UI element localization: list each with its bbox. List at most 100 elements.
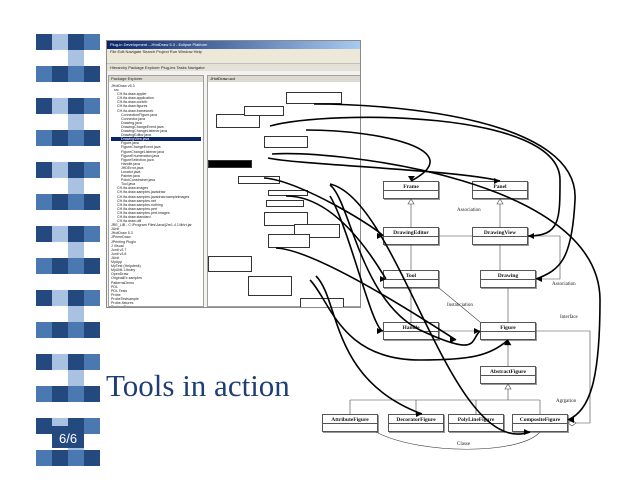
stripe-square [84, 338, 100, 354]
class-drawing-view: DrawingView [472, 227, 528, 245]
tree-item[interactable]: FigureChangeListener.java [121, 149, 164, 154]
ide-toolbar[interactable] [107, 55, 360, 64]
label-interface: Interface [560, 315, 578, 320]
tree-item[interactable]: Probe [111, 292, 121, 297]
tree-item[interactable]: DrawingChangeListener.java [121, 129, 167, 134]
tree-item[interactable]: CH.ifa.draw.util [117, 219, 142, 224]
class-attribute-figure: AttributeFigure [322, 414, 378, 432]
stripe-square [68, 50, 84, 66]
tree-item[interactable]: CH.ifa.draw.contrib [117, 100, 148, 105]
tree-item[interactable]: DrawingEditor.java [121, 133, 151, 138]
class-drawing: Drawing [480, 270, 536, 288]
tree-item[interactable]: Tool.java [121, 182, 136, 187]
tree-item[interactable]: JPrimeDraw [111, 235, 131, 240]
tree-item[interactable]: JHDError.java [121, 165, 144, 170]
tree-item[interactable]: CH.ifa.draw.application [117, 96, 154, 101]
stripe-square [52, 66, 68, 82]
ide-title-bar: Plug-in Development - JHotDraw 5.3 - Ecl… [107, 41, 360, 49]
tree-item[interactable]: PDL [111, 284, 118, 289]
stripe-square [52, 50, 68, 66]
stripe-square [36, 274, 52, 290]
tree-item[interactable]: ConnectionFigure.java [121, 112, 157, 117]
label-classe: Classe [457, 442, 471, 447]
stripe-square [36, 178, 52, 194]
stripe-square [84, 114, 100, 130]
tree-item[interactable]: JPrinting Plugin [111, 239, 136, 244]
stripe-square [36, 322, 52, 338]
tree-item[interactable]: CH.ifa.draw.samples.net [117, 198, 156, 203]
tree-item[interactable]: ProbeTestsample [111, 296, 139, 301]
tree-item[interactable]: Figure.java [121, 141, 139, 146]
tree-item[interactable]: Probe-fixtures [111, 300, 134, 305]
tree-item[interactable]: JHotDraw v5.3 [111, 84, 135, 88]
tree-item[interactable]: CH.ifa.draw.figures [117, 104, 148, 109]
tree-item[interactable]: Drawing.java [121, 120, 142, 125]
tree-item[interactable]: Connector.java [121, 116, 145, 121]
tree-item[interactable]: JUnit [111, 227, 120, 232]
stripe-square [36, 50, 52, 66]
label-association: Association [457, 208, 481, 213]
tree-item[interactable]: CH.ifa.draw.applet [117, 92, 147, 97]
tree-item[interactable]: CH.ifa.draw.samples.pert [117, 206, 158, 211]
tree-item[interactable]: DrawingView.java [111, 137, 201, 142]
label-association-right: Association [552, 282, 576, 287]
tree-item[interactable]: MyUML Library [111, 268, 136, 273]
tree-item[interactable]: CH.ifa.draw.images [117, 186, 149, 191]
stripe-square [36, 194, 52, 210]
tree-item[interactable]: MyTest (Helpdesk) [111, 264, 141, 269]
tree-item[interactable]: PointConstrainer.java [121, 178, 156, 183]
mini-class-box [216, 114, 260, 128]
stripe-square [84, 354, 100, 370]
stripe-square [84, 194, 100, 210]
label-agrgation: Agrgation [556, 399, 577, 404]
mini-class-box [264, 212, 308, 226]
stripe-square [52, 226, 68, 242]
stripe-square [84, 226, 100, 242]
stripe-square [68, 162, 84, 178]
tree-item[interactable]: OpenDraw [111, 272, 129, 277]
stripe-square [84, 178, 100, 194]
stripe-square [84, 162, 100, 178]
tree-item[interactable]: DrawingChangeEvent.java [121, 124, 164, 129]
ide-view-tabs[interactable]: Hierarchy Package Explorer Plug-ins Task… [107, 64, 360, 71]
stripe-square [36, 386, 52, 402]
tree-item[interactable]: CH.ifa.draw.standard [117, 215, 151, 219]
stripe-square [84, 34, 100, 50]
tree-item[interactable]: PDL Tests [111, 288, 128, 293]
ide-menu-bar[interactable]: File Edit Navigate Search Project Run Wi… [107, 49, 360, 55]
tree-item[interactable]: CH.ifa.draw.samples.nothing [117, 202, 163, 207]
stripe-square [36, 242, 52, 258]
tree-item[interactable]: J Visual [111, 243, 124, 248]
tree-item[interactable]: Probes-Tests [111, 305, 201, 306]
tree-item[interactable]: src [114, 88, 119, 93]
mini-class-box [208, 160, 252, 168]
tree-item[interactable]: JRE_LIB - C:\Program Files\Java\j2re1.4.… [111, 223, 192, 228]
tree-item[interactable]: Painter.java [121, 174, 140, 179]
stripe-square [68, 34, 84, 50]
tree-item[interactable]: Junit v3.8 [111, 251, 127, 256]
tree-item[interactable]: FigureChangeEvent.java [121, 145, 161, 150]
tree-item[interactable]: CH.ifa.draw.samples.pert.images [117, 210, 170, 215]
stripe-square [68, 274, 84, 290]
tree-item[interactable]: Junit v3.7 [111, 247, 127, 252]
tree-item[interactable]: FigureSelection.java [121, 157, 154, 162]
stripe-square [84, 322, 100, 338]
stripe-square [84, 66, 100, 82]
tree-item[interactable]: Locator.java [121, 169, 141, 174]
tree-item[interactable]: MyApp [111, 260, 123, 265]
tree-item[interactable]: CH.ifa.draw.samples.javadraw [117, 190, 166, 195]
tree-item[interactable]: CH.ifa.draw.samples.javadraw.sampleimage… [117, 194, 190, 199]
tree-item[interactable]: FigureEnumeration.java [121, 153, 160, 158]
stripe-square [84, 402, 100, 418]
stripe-square [68, 194, 84, 210]
tree-item[interactable]: OriginalEx samples [111, 276, 142, 281]
tree-item[interactable]: CH.ifa.draw.framework [117, 108, 154, 113]
editor-tab[interactable]: JHotDraw.ucd [208, 76, 360, 82]
tree-item[interactable]: Handle.java [121, 161, 140, 166]
tree-item[interactable]: JUnit [111, 255, 120, 260]
tree-item[interactable]: JHotDraw 5.3 [111, 231, 133, 236]
tree-item[interactable]: PatternsDemo [111, 280, 134, 285]
